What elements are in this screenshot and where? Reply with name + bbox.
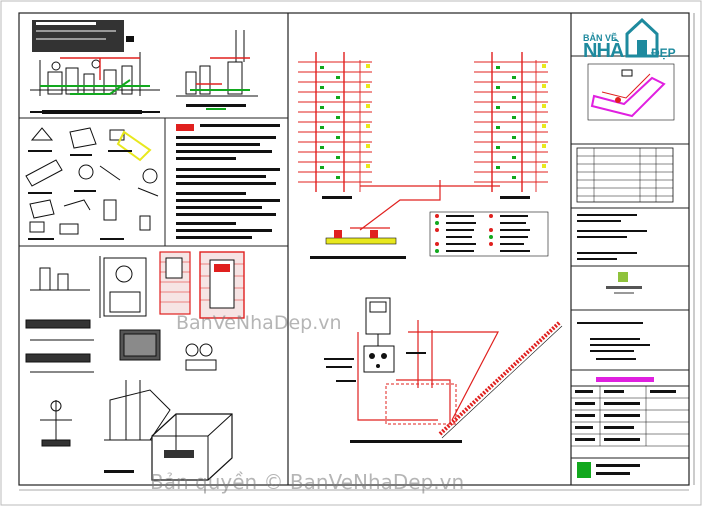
main-supply-pipe: [350, 180, 500, 231]
alarm-control-schematic: [324, 297, 563, 443]
panel-cabinet-details: [25, 251, 245, 481]
panel-valve-details: [25, 127, 159, 235]
logo-house-icon: [625, 17, 659, 58]
pump-station: [310, 230, 406, 259]
panel-general-notes: [176, 124, 280, 239]
drawing-frame: [18, 12, 690, 486]
logo-line-3: ĐẸP: [651, 46, 676, 60]
legend-table: [429, 211, 549, 257]
riser-diagram-right: [474, 52, 548, 199]
panel-pump-room: [30, 20, 258, 114]
logo-line-2: NHÀ: [583, 40, 624, 62]
riser-diagram-left: [298, 52, 372, 199]
logo-line-1: BẢN VẼ: [583, 33, 618, 43]
title-block: [571, 55, 689, 478]
